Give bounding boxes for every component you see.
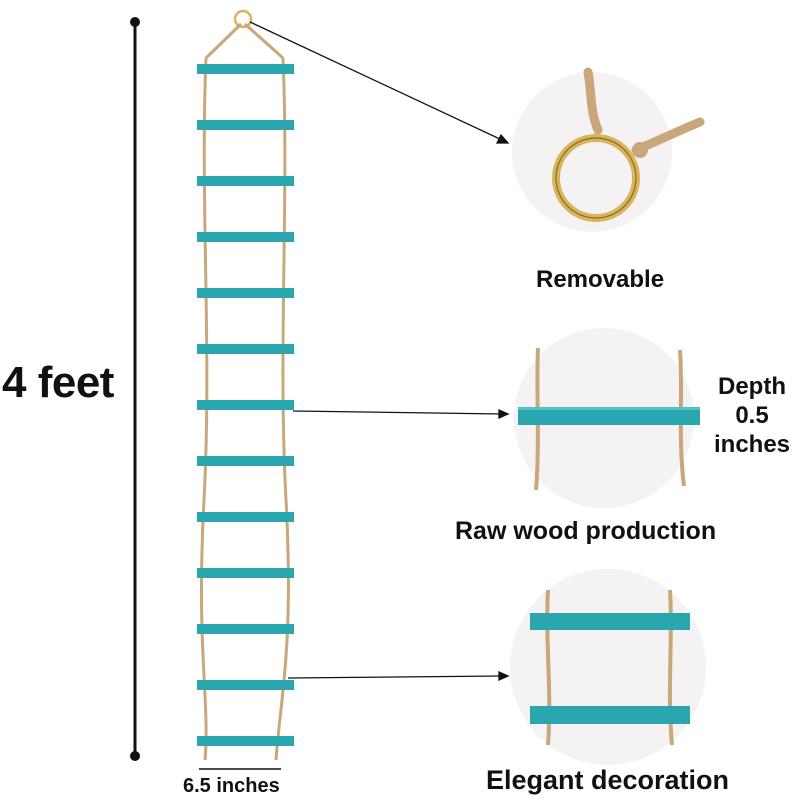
depth-label-line: inches	[713, 431, 791, 458]
ladder-rung	[197, 512, 294, 522]
caption-elegant-decoration: Elegant decoration	[486, 765, 730, 795]
height-label: 4 feet	[2, 358, 114, 407]
ladder-rung	[197, 64, 294, 74]
depth-label: Depth 0.5 inches	[706, 372, 798, 459]
detail-circle-rungs	[510, 569, 706, 765]
connector-arrows	[249, 21, 510, 682]
detail-circle-rung	[514, 328, 700, 508]
width-label: 6.5 inches	[183, 775, 280, 797]
ladder-rung	[197, 288, 294, 298]
caption-raw-wood: Raw wood production	[455, 517, 717, 545]
ladder-rung	[197, 568, 294, 578]
ladder-rung	[197, 400, 294, 410]
ladder-rung	[197, 120, 294, 130]
hanging-ring	[233, 9, 253, 29]
ladder-rung	[197, 344, 294, 354]
ladder-rung	[197, 624, 294, 634]
ladder-rung	[197, 456, 294, 466]
detail-circle-removable	[512, 67, 705, 232]
depth-label-line: Depth	[718, 373, 786, 400]
rope-ladder	[197, 9, 294, 761]
depth-label-line: 0.5	[735, 402, 769, 429]
top-rope-right	[243, 22, 285, 60]
ladder-rung	[197, 232, 294, 242]
ladder-rung	[197, 176, 294, 186]
height-dimension-line	[130, 17, 140, 761]
ladder-rung	[197, 680, 294, 690]
caption-removable: Removable	[536, 266, 665, 293]
ladder-rung	[197, 736, 294, 746]
top-rope-left	[204, 22, 243, 60]
